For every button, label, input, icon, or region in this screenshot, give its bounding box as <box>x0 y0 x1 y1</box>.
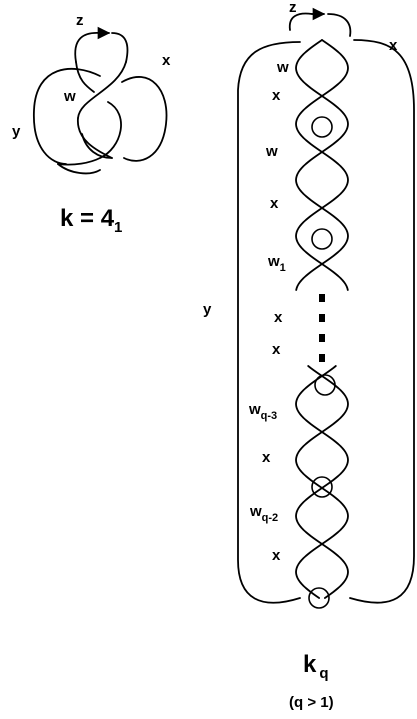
row-label-2: x <box>272 87 281 104</box>
figure-eight-knot <box>33 26 168 175</box>
knot-left-label-y: y <box>12 123 21 140</box>
virtual-crossing-3 <box>314 374 336 396</box>
knot-right-z-left <box>288 12 313 31</box>
knot-left-title-sub: 1 <box>114 219 122 236</box>
knot-left-strand-c <box>77 117 113 159</box>
knot-right-outer-loop <box>237 41 301 604</box>
knot-left-outer-right <box>121 76 168 162</box>
knot-right-label-x: x <box>389 37 398 54</box>
row-label-9: x <box>262 449 271 466</box>
ellipsis-dot-4 <box>319 354 325 362</box>
row-label-10: wq-2 <box>249 503 278 524</box>
knot-left-label-x: x <box>162 52 171 69</box>
knot-right-title-main: k <box>303 651 317 678</box>
knot-left-title: k = 41 <box>60 205 122 236</box>
knot-left-z-arc <box>74 32 101 63</box>
ellipsis-dot-1 <box>319 294 325 302</box>
ellipsis-dot-2 <box>319 314 325 322</box>
knot-left-title-main: k = 4 <box>60 205 115 232</box>
knot-left-strand-a <box>77 61 127 119</box>
knot-right-condition: (q > 1) <box>289 694 334 711</box>
row-label-6: x <box>274 309 283 326</box>
knot-left-z-right <box>111 32 129 63</box>
knot-left-label-w: w <box>63 88 76 105</box>
knot-right-outer-right <box>349 39 415 604</box>
row-label-1: w <box>276 59 289 76</box>
virtual-crossing-2 <box>311 228 333 250</box>
knot-right-title-sub: q <box>319 665 328 682</box>
knot-left-bottom-join <box>57 163 101 175</box>
knot-right-label-y: y <box>203 301 212 318</box>
row-label-5: w1 <box>267 253 286 274</box>
ellipsis-dot-3 <box>319 334 325 342</box>
row-label-4: x <box>270 195 279 212</box>
knot-left-strand-b2 <box>57 101 122 166</box>
knot-right-z-right <box>327 13 352 37</box>
row-label-11: x <box>272 547 281 564</box>
virtual-crossing-4 <box>311 476 333 498</box>
virtual-crossing-1 <box>311 116 333 138</box>
knot-left-strand-b <box>75 61 95 93</box>
knot-left-label-z: z <box>76 12 84 29</box>
twist-knot-kq <box>237 7 415 609</box>
row-label-3: w <box>265 143 278 160</box>
knot-right-label-z: z <box>289 0 297 16</box>
row-label-8: wq-3 <box>248 401 277 422</box>
virtual-crossing-5 <box>308 587 330 609</box>
knot-left-outer-left <box>33 68 101 165</box>
row-label-7: x <box>272 341 281 358</box>
